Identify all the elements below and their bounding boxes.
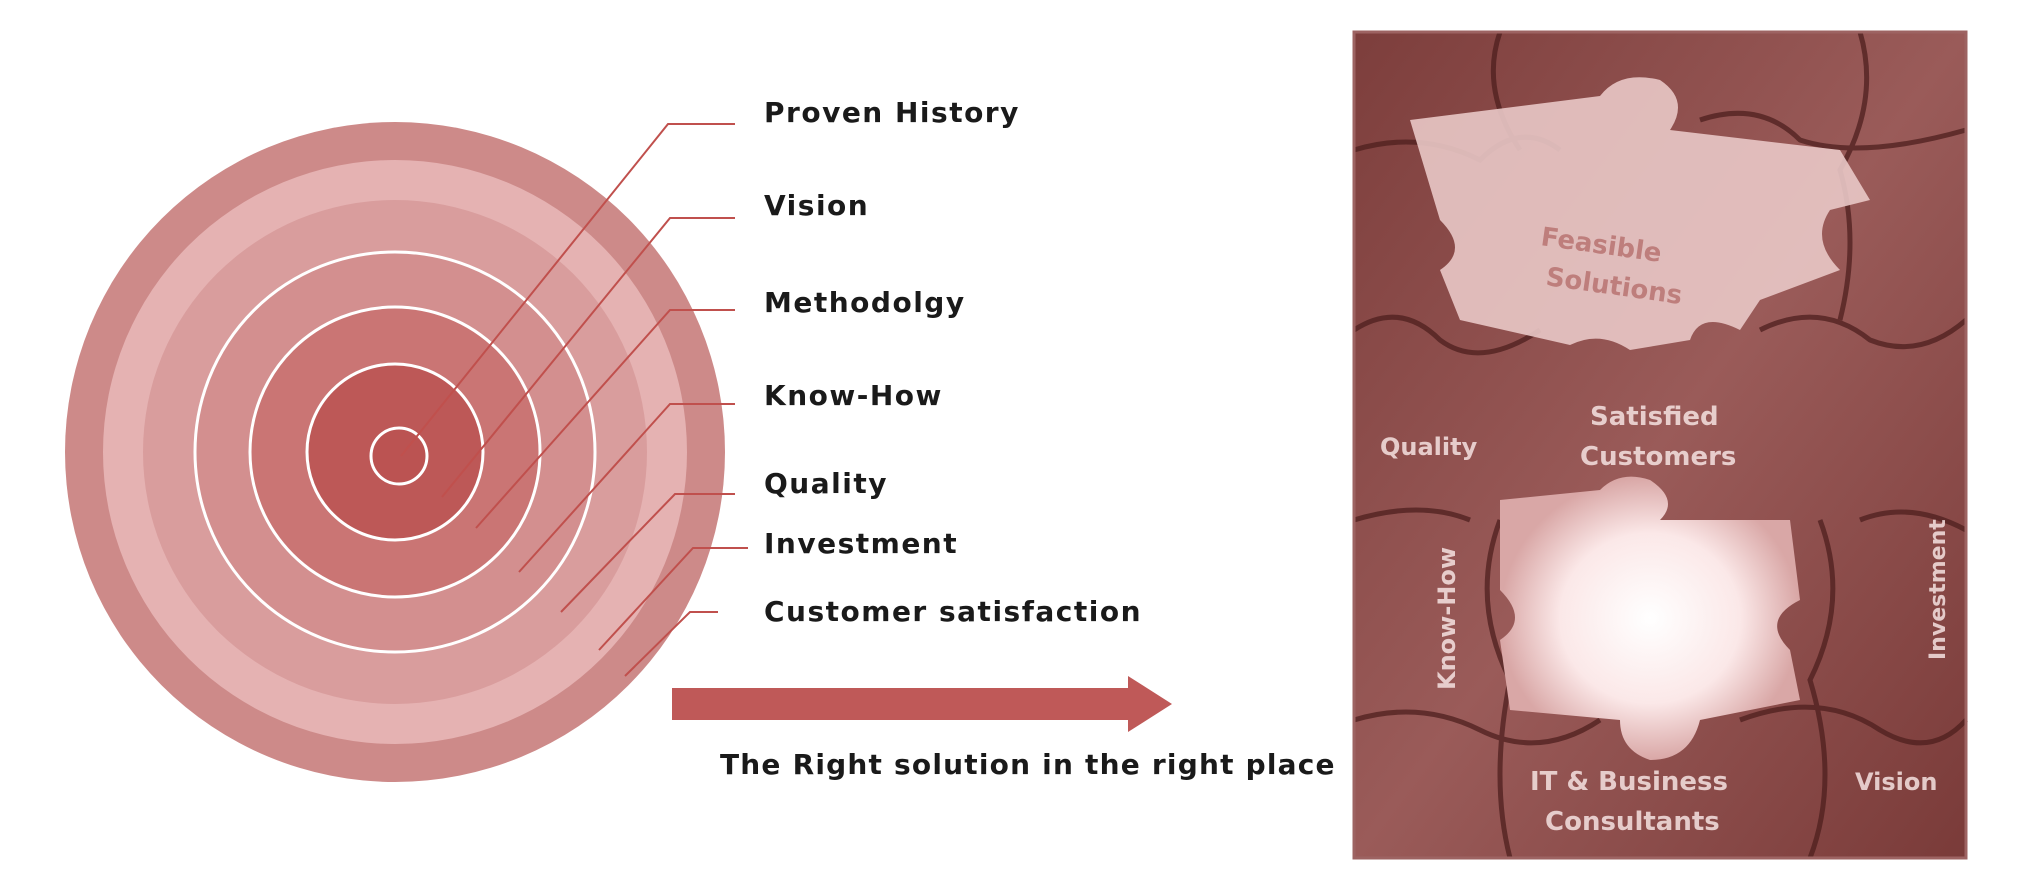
right-arrow xyxy=(672,676,1172,732)
svg-text:Consultants: Consultants xyxy=(1545,807,1720,837)
svg-text:IT & Business: IT & Business xyxy=(1530,767,1728,797)
label-methodolgy: Methodolgy xyxy=(764,286,966,319)
label-investment: Investment xyxy=(764,527,959,560)
svg-text:Vision: Vision xyxy=(1855,768,1937,796)
leader-line-quality xyxy=(560,493,735,613)
arrow-caption: The Right solution in the right place xyxy=(720,748,1336,781)
label-vision: Vision xyxy=(764,189,870,222)
leader-line-proven-history xyxy=(400,123,735,457)
leader-line-vision xyxy=(441,217,735,498)
label-know-how: Know-How xyxy=(764,379,943,412)
svg-text:Know-How: Know-How xyxy=(1433,547,1461,690)
leader-line-know-how xyxy=(518,403,735,573)
ring-core xyxy=(369,426,429,486)
label-customer-satisfaction: Customer satisfaction xyxy=(764,595,1143,628)
svg-text:Investment: Investment xyxy=(1926,519,1951,660)
leader-lines xyxy=(400,123,748,677)
leader-line-methodolgy xyxy=(475,309,735,529)
puzzle-image: Feasible Solutions Satisfied Customers Q… xyxy=(1352,30,1968,860)
leader-line-investment xyxy=(598,547,748,651)
label-quality: Quality xyxy=(764,467,888,500)
svg-text:Satisfied: Satisfied xyxy=(1590,402,1719,432)
svg-text:Quality: Quality xyxy=(1380,433,1478,461)
label-proven-history: Proven History xyxy=(764,96,1020,129)
leader-line-customer-satisfaction xyxy=(624,611,718,677)
svg-text:Customers: Customers xyxy=(1580,442,1736,472)
